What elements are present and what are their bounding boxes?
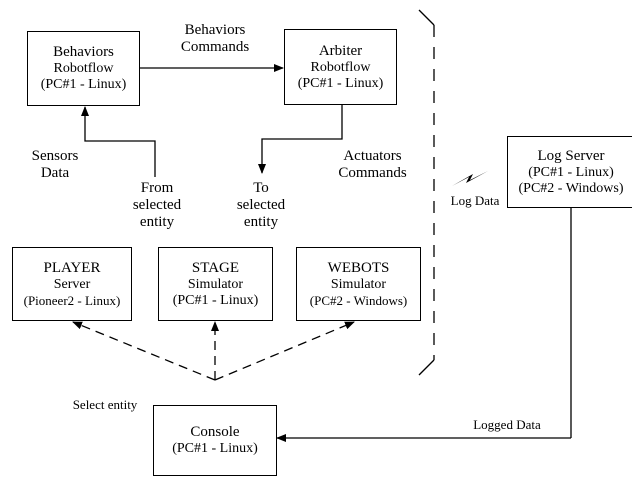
log-server-host-2: (PC#2 - Windows) [518,180,624,196]
sensors-data-arrow [81,106,156,177]
arbiter-host: (PC#1 - Linux) [297,75,384,91]
behaviors-box: Behaviors Robotflow (PC#1 - Linux) [27,31,140,106]
logged-data-label: Logged Data [473,417,541,432]
webots-title: WEBOTS [327,260,390,276]
webots-host: (PC#2 - Windows) [309,293,408,308]
select-webots-arrow [214,321,355,381]
behaviors-subtitle: Robotflow [53,61,114,76]
behaviors-host: (PC#1 - Linux) [40,77,127,92]
webots-box: WEBOTS Simulator (PC#2 - Windows) [296,247,421,321]
webots-subtitle: Simulator [330,277,387,292]
behaviors-commands-label: Behaviors Commands [180,22,250,55]
log-server-box: Log Server (PC#1 - Linux) (PC#2 - Window… [507,136,632,208]
console-box: Console (PC#1 - Linux) [153,405,277,476]
player-box: PLAYER Server (Pioneer2 - Linux) [12,247,132,321]
to-selected-entity-label: To selected entity [236,180,286,230]
lightning-icon [452,171,488,186]
console-host: (PC#1 - Linux) [172,441,258,456]
select-player-arrow [72,321,216,381]
behaviors-title: Behaviors [53,44,114,60]
stage-title: STAGE [191,259,240,276]
log-data-label: Log Data [450,193,500,208]
console-title: Console [190,424,240,440]
stage-subtitle: Simulator [187,276,244,292]
arbiter-box: Arbiter Robotflow (PC#1 - Linux) [284,29,397,105]
arbiter-title: Arbiter [318,42,363,59]
log-server-title: Log Server [537,147,605,164]
from-selected-entity-label: From selected entity [132,180,182,230]
log-server-host-1: (PC#1 - Linux) [528,164,614,180]
stage-host: (PC#1 - Linux) [172,292,259,308]
player-title: PLAYER [43,260,101,276]
actuators-commands-label: Actuators Commands [338,148,407,181]
select-entity-label: Select entity [72,397,138,412]
player-subtitle: Server [53,277,91,292]
sensors-data-label: Sensors Data [31,148,79,181]
network-boundary-top-tick [418,9,435,26]
arbiter-subtitle: Robotflow [310,59,371,75]
player-host: (Pioneer2 - Linux) [23,293,121,308]
actuators-commands-arrow [258,105,343,174]
stage-box: STAGE Simulator (PC#1 - Linux) [158,247,273,321]
network-boundary-bottom-tick [418,359,435,376]
